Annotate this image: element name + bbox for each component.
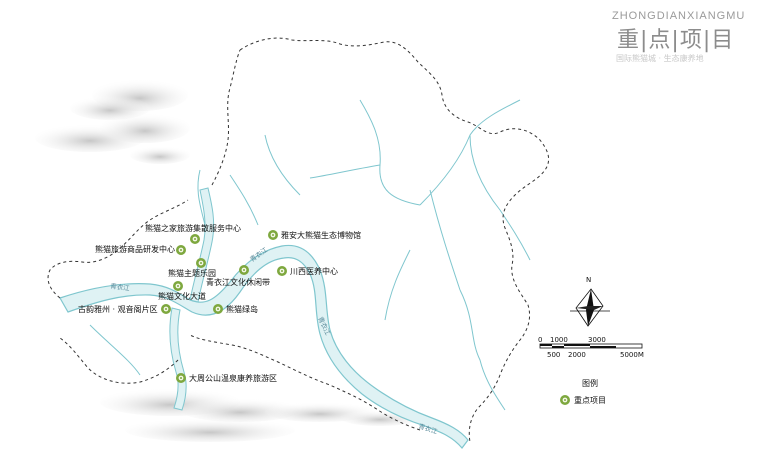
scale-label-0: 0 — [538, 336, 542, 344]
project-label: 古韵雅州 · 观音阁片区 — [78, 304, 158, 314]
river-branch-south — [169, 307, 187, 411]
project-label: 雅安大熊猫生态博物馆 — [281, 230, 361, 240]
project-label: 熊猫文化大道 — [158, 291, 206, 301]
legend-title: 图例 — [582, 378, 598, 388]
compass-icon: N — [570, 276, 610, 327]
mountain-decoration-top — [35, 79, 190, 164]
legend: 图例 重点项目 — [560, 378, 606, 405]
project-marker[interactable]: 熊猫文化大道 — [158, 281, 206, 301]
county-boundary — [47, 37, 550, 443]
project-marker[interactable]: 熊猫旅游商品研发中心 — [95, 244, 186, 255]
project-label: 青衣江文化休闲带 — [206, 277, 270, 287]
project-label: 熊猫绿岛 — [226, 304, 258, 314]
project-marker[interactable]: 青衣江文化休闲带 — [206, 265, 270, 287]
project-marker[interactable]: 雅安大熊猫生态博物馆 — [268, 230, 361, 240]
compass-north-label: N — [586, 276, 591, 284]
scale-bar: 0 1000 3000 500 2000 5000M — [538, 336, 644, 359]
scale-label-5000: 5000M — [620, 351, 644, 359]
project-marker[interactable]: 川西医养中心 — [277, 266, 338, 276]
project-marker[interactable]: 熊猫绿岛 — [213, 304, 258, 314]
scale-label-500: 500 — [547, 351, 560, 359]
project-label: 川西医养中心 — [290, 266, 338, 276]
project-marker[interactable]: 熊猫之家旅游集散服务中心 — [145, 223, 241, 244]
header-title: 重|点|项|目 — [617, 28, 735, 53]
tributaries — [89, 99, 531, 411]
project-marker[interactable]: 熊猫主题乐园 — [168, 258, 216, 278]
project-marker[interactable]: 古韵雅州 · 观音阁片区 — [78, 304, 171, 314]
project-label: 熊猫主题乐园 — [168, 268, 216, 278]
legend-item-label: 重点项目 — [574, 395, 606, 405]
project-label: 大周公山温泉康养旅游区 — [189, 373, 277, 383]
scale-label-1000: 1000 — [550, 336, 568, 344]
project-label: 熊猫旅游商品研发中心 — [95, 244, 175, 254]
scale-label-2000: 2000 — [568, 351, 586, 359]
river-main — [59, 244, 469, 449]
project-label: 熊猫之家旅游集散服务中心 — [145, 223, 241, 233]
scale-label-3000: 3000 — [588, 336, 606, 344]
header-subtitle: 国际熊猫城 · 生态康养地 — [616, 54, 704, 63]
header-pinyin: ZHONGDIANXIANGMU — [612, 10, 746, 22]
river-branch-north — [189, 187, 215, 303]
project-marker[interactable]: 大周公山温泉康养旅游区 — [176, 373, 277, 383]
river-label-west: 青衣江 — [110, 281, 131, 293]
